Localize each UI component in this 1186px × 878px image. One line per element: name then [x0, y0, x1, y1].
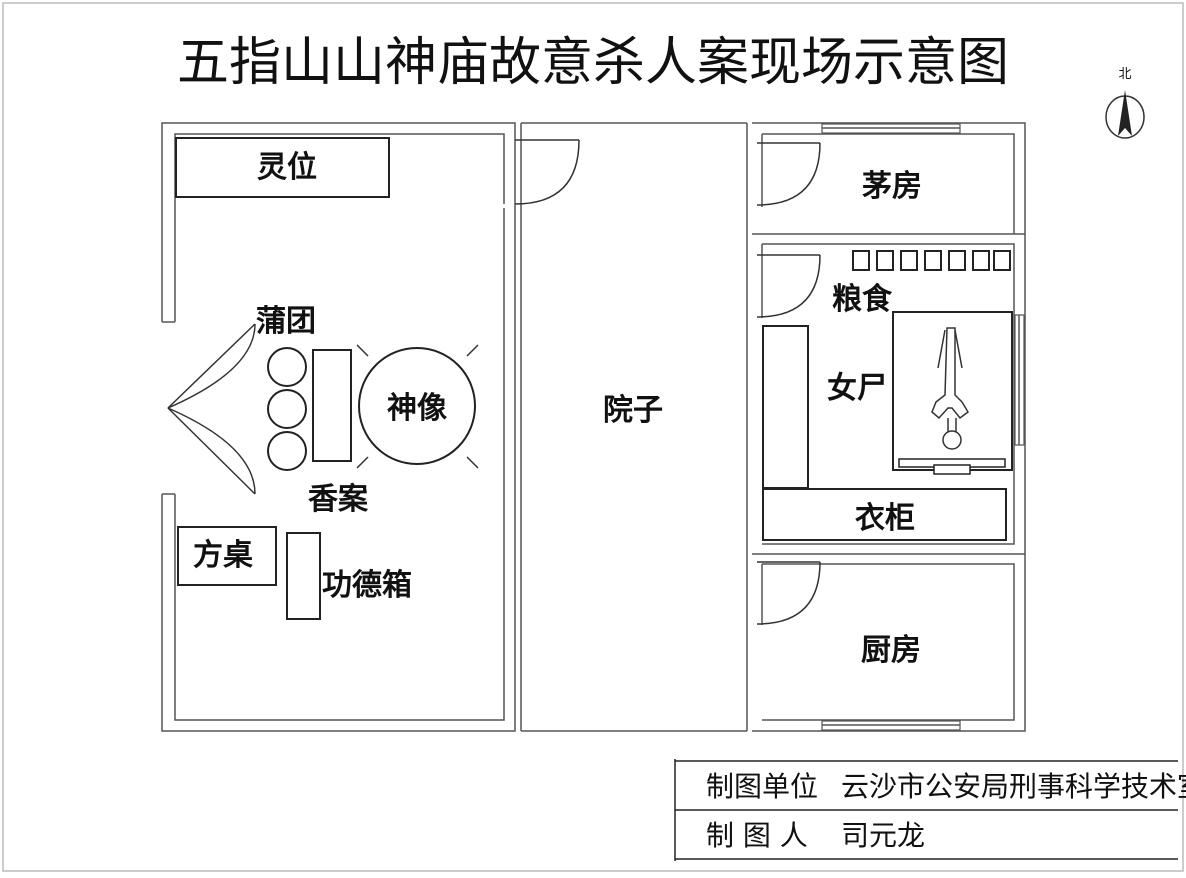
statue-label: 神像 — [387, 391, 447, 426]
wardrobe-side — [762, 325, 809, 489]
north-label: 北 — [1118, 67, 1131, 82]
kitchen-door-icon — [756, 561, 821, 625]
bedroom-door-icon — [756, 254, 821, 318]
info-label-unit: 制图单位 — [706, 770, 818, 803]
body-outline-icon — [931, 327, 969, 450]
incense-table — [312, 349, 352, 462]
courtyard-door-icon — [514, 139, 580, 205]
donation-box — [286, 532, 321, 620]
courtyard — [520, 122, 748, 732]
incense-table-label: 香案 — [308, 482, 369, 517]
info-value-author: 司元龙 — [841, 819, 925, 852]
grain-label: 粮食 — [832, 282, 893, 317]
statue — [356, 344, 479, 469]
north-arrow-icon: 北 — [1105, 67, 1145, 139]
kitchen-label: 厨房 — [861, 633, 921, 668]
spirit-tablet-label: 灵位 — [257, 150, 317, 185]
bed — [892, 311, 1013, 475]
square-table — [177, 526, 277, 586]
toilet-door-icon — [756, 142, 821, 206]
square-table-label: 方桌 — [193, 538, 253, 573]
info-table — [674, 759, 1178, 861]
cushion-1 — [267, 347, 307, 387]
donation-box-label: 功德箱 — [322, 568, 412, 603]
window-bottom-icon — [821, 720, 961, 731]
grain-sacks — [852, 250, 1011, 271]
female-body-label: 女尸 — [827, 371, 887, 406]
wardrobe — [762, 488, 1007, 541]
hall-door-icon — [167, 323, 256, 495]
window-top-icon — [821, 123, 961, 134]
cushion-label: 蒲团 — [256, 304, 316, 339]
info-label-author: 制 图 人 — [706, 819, 808, 852]
spirit-tablet — [175, 137, 390, 198]
info-value-unit: 云沙市公安局刑事科学技术室 — [841, 770, 1186, 803]
right-block — [752, 122, 1026, 732]
toilet-label: 茅房 — [862, 169, 922, 204]
cushion-3 — [267, 431, 307, 471]
page-title: 五指山山神庙故意杀人案现场示意图 — [177, 33, 1009, 93]
wardrobe-label: 衣柜 — [855, 501, 915, 536]
cushion-2 — [267, 389, 307, 429]
window-side-icon — [1014, 314, 1025, 446]
courtyard-label: 院子 — [603, 393, 663, 428]
temple-hall — [161, 122, 516, 732]
